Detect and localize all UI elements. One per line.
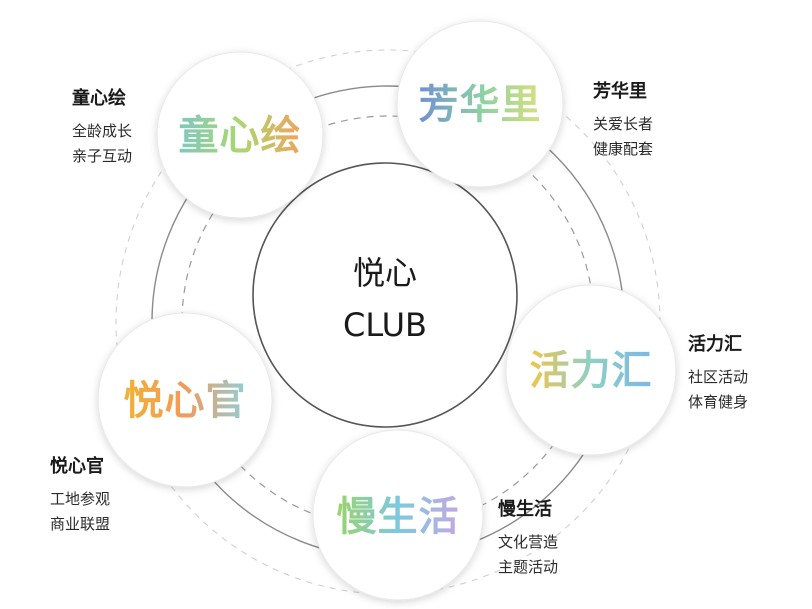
node-desc-line1: 社区活动 bbox=[688, 368, 748, 386]
node-circle bbox=[312, 429, 484, 601]
node-circle bbox=[156, 51, 324, 219]
node-title: 悦心官 bbox=[50, 455, 104, 477]
node-desc-line2: 亲子互动 bbox=[72, 147, 132, 165]
center-title: 悦心 bbox=[353, 254, 417, 292]
node-huolihui: 活力汇 活力汇 社区活动 体育健身 bbox=[505, 284, 748, 456]
node-desc-line1: 文化营造 bbox=[498, 533, 558, 551]
node-desc-line2: 主题活动 bbox=[498, 558, 558, 576]
node-logo: 慢生活 bbox=[337, 494, 460, 540]
node-manshenghuo: 慢生活 慢生活 文化营造 主题活动 bbox=[312, 429, 558, 601]
node-title: 活力汇 bbox=[688, 333, 742, 355]
center-subtitle: CLUB bbox=[343, 306, 427, 344]
node-title: 芳华里 bbox=[593, 80, 647, 102]
node-circle bbox=[97, 312, 273, 488]
node-logo: 悦心官 bbox=[124, 378, 247, 424]
node-desc-line2: 体育健身 bbox=[688, 393, 748, 411]
node-title: 慢生活 bbox=[498, 498, 552, 520]
center-hub: 悦心 CLUB bbox=[252, 162, 518, 428]
node-circle bbox=[505, 284, 677, 456]
node-logo: 童心绘 bbox=[179, 113, 302, 159]
node-desc-line2: 商业联盟 bbox=[50, 515, 110, 533]
node-logo: 活力汇 bbox=[530, 348, 653, 394]
node-circle bbox=[396, 20, 564, 188]
node-desc-line1: 全龄成长 bbox=[72, 122, 132, 140]
center-circle bbox=[252, 162, 518, 428]
node-desc-line1: 关爱长者 bbox=[593, 115, 653, 133]
node-logo: 芳华里 bbox=[419, 82, 542, 128]
node-desc-line1: 工地参观 bbox=[50, 490, 110, 508]
node-title: 童心绘 bbox=[72, 87, 126, 109]
node-tongxinhui: 童心绘 童心绘 全龄成长 亲子互动 bbox=[72, 51, 324, 219]
node-yuexinguan: 悦心官 悦心官 工地参观 商业联盟 bbox=[50, 312, 273, 533]
node-desc-line2: 健康配套 bbox=[593, 140, 653, 158]
node-fanghuali: 芳华里 芳华里 关爱长者 健康配套 bbox=[396, 20, 653, 188]
